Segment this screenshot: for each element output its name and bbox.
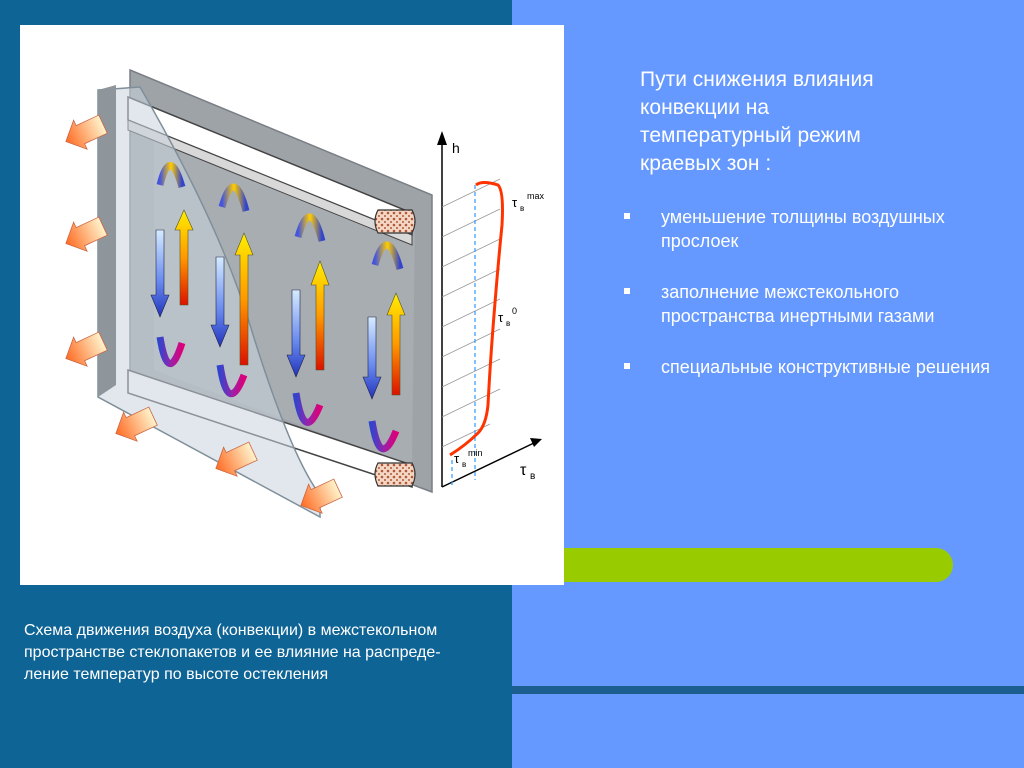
tau-min-sub: в — [462, 460, 466, 469]
green-accent-bar — [560, 548, 953, 582]
bullet-marker — [624, 288, 630, 294]
axis-tau-sub: в — [530, 471, 535, 482]
bullet-text: специальные конструктивные решения — [661, 357, 991, 377]
tau-min-symbol: τ — [454, 451, 460, 466]
convection-figure: h τ в max τ в 0 τ в min τ в — [20, 25, 564, 585]
tau-max-sub: в — [520, 204, 524, 213]
bullet-item: заполнение межстекольного пространства и… — [624, 280, 1004, 328]
temperature-profile-curve — [449, 181, 504, 457]
heat-loss-arrows — [65, 114, 343, 514]
slide-heading: Пути снижения влияния конвекции на темпе… — [640, 68, 874, 175]
tau-0-symbol: τ — [498, 310, 504, 325]
right-background — [512, 0, 1024, 768]
bullet-marker — [624, 213, 630, 219]
tau-0-sup: 0 — [512, 306, 517, 316]
figure-caption: Схема движения воздуха (конвекции) в меж… — [24, 622, 441, 683]
axis-h-label: h — [452, 140, 460, 156]
bullet-list: уменьшение толщины воздушных прослоек за… — [624, 205, 1004, 406]
bullet-item: специальные конструктивные решения — [624, 355, 1004, 379]
warm-upward-arrows — [174, 209, 406, 396]
front-glass-pane — [97, 86, 321, 519]
axis-tau-symbol: τ — [520, 462, 527, 479]
tau-max-symbol: τ — [512, 195, 518, 210]
convection-diagram: h τ в max τ в 0 τ в min τ в — [65, 68, 545, 519]
tau-0-sub: в — [506, 319, 510, 328]
tau-min-sup: min — [468, 448, 483, 458]
bullet-text: заполнение межстекольного пространства и… — [661, 282, 935, 326]
bullet-text: уменьшение толщины воздушных прослоек — [661, 207, 945, 251]
bullet-marker — [624, 363, 630, 369]
top-circulation-loops — [156, 162, 404, 270]
cold-downward-arrows — [150, 229, 382, 400]
bottom-circulation-loops — [156, 336, 400, 453]
tau-max-sup: max — [527, 191, 545, 201]
bullet-item: уменьшение толщины воздушных прослоек — [624, 205, 1004, 253]
dark-accent-line — [512, 686, 1024, 694]
